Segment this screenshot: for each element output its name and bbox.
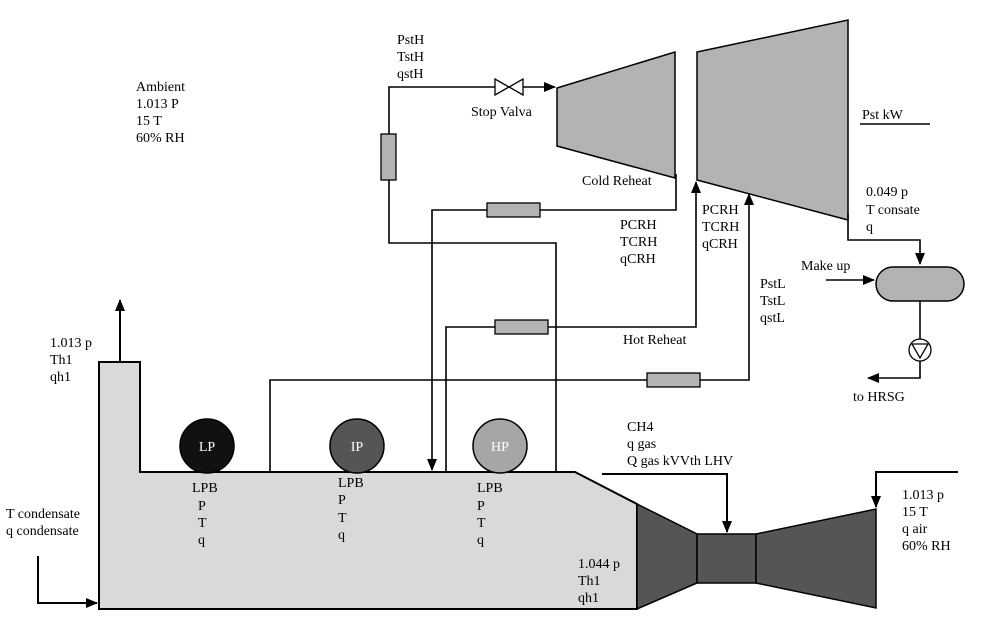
- svg-text:P: P: [477, 499, 485, 514]
- hp-drum: HP: [472, 418, 528, 474]
- svg-text:P: P: [198, 499, 206, 514]
- svg-text:LPB: LPB: [192, 481, 218, 496]
- svg-text:P: P: [338, 493, 346, 508]
- svg-text:qh1: qh1: [50, 370, 71, 385]
- svg-text:TCRH: TCRH: [702, 220, 739, 235]
- to-hrsg-label: to HRSG: [853, 390, 905, 405]
- svg-text:CH4: CH4: [627, 420, 653, 435]
- hp-drum-params: LPB P T q: [477, 481, 503, 548]
- cold-reheat-params: PCRH TCRH qCRH: [620, 218, 657, 267]
- hot-reheat-label: Hot Reheat: [623, 333, 686, 348]
- svg-text:TstL: TstL: [760, 294, 785, 309]
- compressor: [755, 508, 877, 609]
- to-hrsg-line: [867, 361, 921, 383]
- svg-text:LPB: LPB: [338, 476, 364, 491]
- svg-text:q: q: [866, 220, 873, 235]
- svg-text:qCRH: qCRH: [702, 237, 738, 252]
- power-output-label: Pst kW: [862, 108, 904, 123]
- svg-text:T: T: [477, 516, 486, 531]
- svg-text:PstL: PstL: [760, 277, 786, 292]
- ambient-conditions: Ambient 1.013 P 15 T 60% RH: [136, 80, 185, 146]
- hp-superheater: [380, 133, 397, 181]
- svg-text:Th1: Th1: [578, 574, 601, 589]
- lp-drum-label: LP: [199, 440, 216, 455]
- svg-text:PstH: PstH: [397, 33, 424, 48]
- svg-text:q condensate: q condensate: [6, 524, 79, 539]
- svg-text:T: T: [338, 511, 347, 526]
- makeup-label: Make up: [801, 259, 850, 274]
- svg-text:PCRH: PCRH: [702, 203, 739, 218]
- svg-text:60% RH: 60% RH: [902, 539, 951, 554]
- svg-text:qstH: qstH: [397, 67, 423, 82]
- svg-text:T consate: T consate: [866, 203, 920, 218]
- svg-text:qstL: qstL: [760, 311, 785, 326]
- gas-turbine-section: [636, 502, 698, 611]
- svg-text:q gas: q gas: [627, 437, 656, 452]
- hot-reheat-line: [445, 181, 701, 472]
- condenser-tank: [875, 266, 965, 302]
- cold-reheat-heater: [486, 202, 541, 218]
- lp-steam-turbine: [696, 19, 849, 221]
- svg-text:15 T: 15 T: [902, 505, 928, 520]
- svg-text:Th1: Th1: [50, 353, 73, 368]
- svg-text:qh1: qh1: [578, 591, 599, 606]
- gt-exhaust-params: 1.044 p Th1 qh1: [578, 557, 620, 606]
- air-inlet-line: [871, 471, 958, 508]
- svg-text:T condensate: T condensate: [6, 507, 80, 522]
- ip-drum: IP: [329, 418, 385, 474]
- svg-text:LPB: LPB: [477, 481, 503, 496]
- fuel-params: CH4 q gas Q gas kVVth LHV: [627, 420, 733, 469]
- svg-text:15 T: 15 T: [136, 114, 162, 129]
- feedwater-arrow: [37, 556, 98, 608]
- svg-text:q: q: [198, 533, 205, 548]
- feed-params: T condensate q condensate: [6, 507, 80, 539]
- svg-text:TCRH: TCRH: [620, 235, 657, 250]
- cold-reheat-line: [427, 174, 677, 471]
- lp-steam-params: PstL TstL qstL: [760, 277, 786, 326]
- lp-drum-params: LPB P T q: [192, 481, 218, 548]
- pump-icon: [908, 338, 932, 362]
- lp-drum: LP: [179, 418, 235, 474]
- hp-drum-label: HP: [491, 440, 509, 455]
- stop-valve-label: Stop Valva: [471, 105, 533, 120]
- svg-text:Q gas kVVth LHV: Q gas kVVth LHV: [627, 454, 733, 469]
- svg-text:Ambient: Ambient: [136, 80, 185, 95]
- lp-superheater: [646, 372, 701, 388]
- combustor: [696, 533, 757, 584]
- svg-text:q: q: [477, 533, 484, 548]
- cold-reheat-label: Cold Reheat: [582, 174, 652, 189]
- svg-text:PCRH: PCRH: [620, 218, 657, 233]
- stop-valve-icon: [494, 77, 524, 97]
- hp-steam-params: PstH TstH qstH: [397, 33, 424, 82]
- stack-params: 1.013 p Th1 qh1: [50, 336, 92, 385]
- hp-steam-turbine: [556, 50, 676, 179]
- lp-steam-line: [269, 193, 754, 472]
- reheater: [494, 319, 549, 335]
- fuel-line: [602, 473, 732, 533]
- ip-drum-params: LPB P T q: [338, 476, 364, 543]
- svg-text:q air: q air: [902, 522, 928, 537]
- svg-text:qCRH: qCRH: [620, 252, 656, 267]
- air-inlet-params: 1.013 p 15 T q air 60% RH: [902, 488, 951, 554]
- condenser-params: 0.049 p T consate q: [866, 185, 920, 235]
- svg-text:q: q: [338, 528, 345, 543]
- ip-drum-label: IP: [351, 440, 364, 455]
- svg-text:1.013 P: 1.013 P: [136, 97, 179, 112]
- svg-text:TstH: TstH: [397, 50, 424, 65]
- turbine-exhaust-line: [847, 214, 925, 265]
- svg-text:60% RH: 60% RH: [136, 131, 185, 146]
- svg-text:1.013 p: 1.013 p: [902, 488, 944, 503]
- hot-reheat-params: PCRH TCRH qCRH: [702, 203, 739, 252]
- hp-steam-line: [388, 86, 557, 472]
- hrsg-body: [98, 361, 638, 610]
- svg-text:1.013 p: 1.013 p: [50, 336, 92, 351]
- svg-text:T: T: [198, 516, 207, 531]
- svg-text:0.049 p: 0.049 p: [866, 185, 908, 200]
- svg-text:1.044 p: 1.044 p: [578, 557, 620, 572]
